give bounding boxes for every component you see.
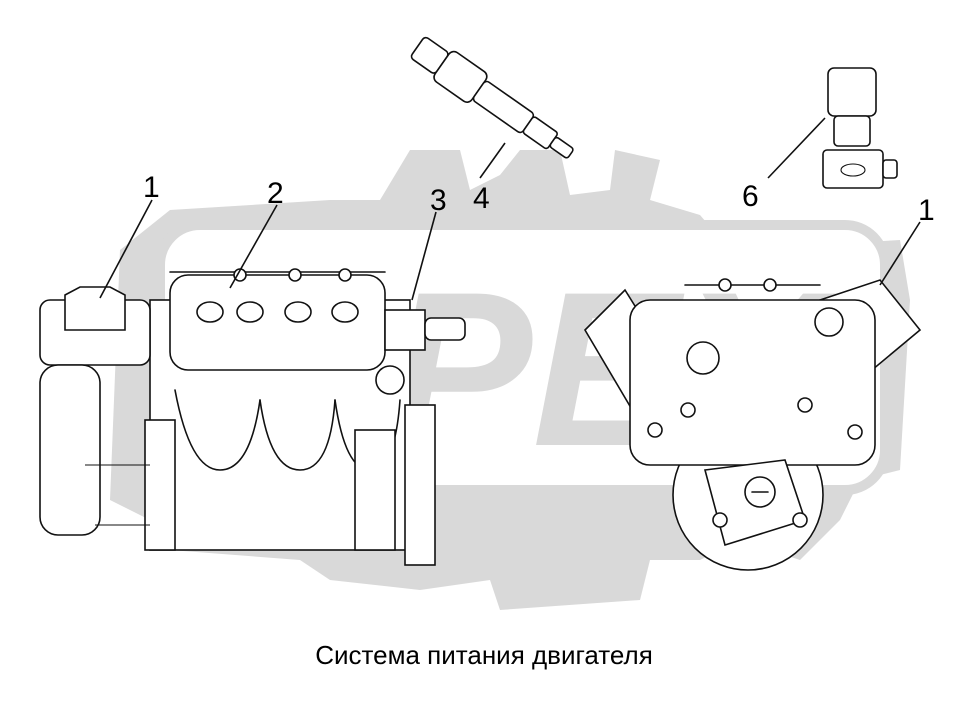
callout-6: 6 xyxy=(742,180,759,213)
callout-4: 4 xyxy=(473,182,490,215)
callout-2: 2 xyxy=(267,177,284,210)
leader-lines xyxy=(99,117,921,301)
injection-pump-end-view xyxy=(583,278,922,571)
diagram-caption: Система питания двигателя xyxy=(315,640,653,670)
callout-1-right: 1 xyxy=(918,194,935,227)
callout-3: 3 xyxy=(430,184,447,217)
injection-pump-side-view xyxy=(39,268,466,566)
pump-plungers xyxy=(196,301,359,323)
callout-1-left: 1 xyxy=(143,171,160,204)
part-6-valve xyxy=(822,67,898,189)
part-4-fitting xyxy=(410,36,574,159)
